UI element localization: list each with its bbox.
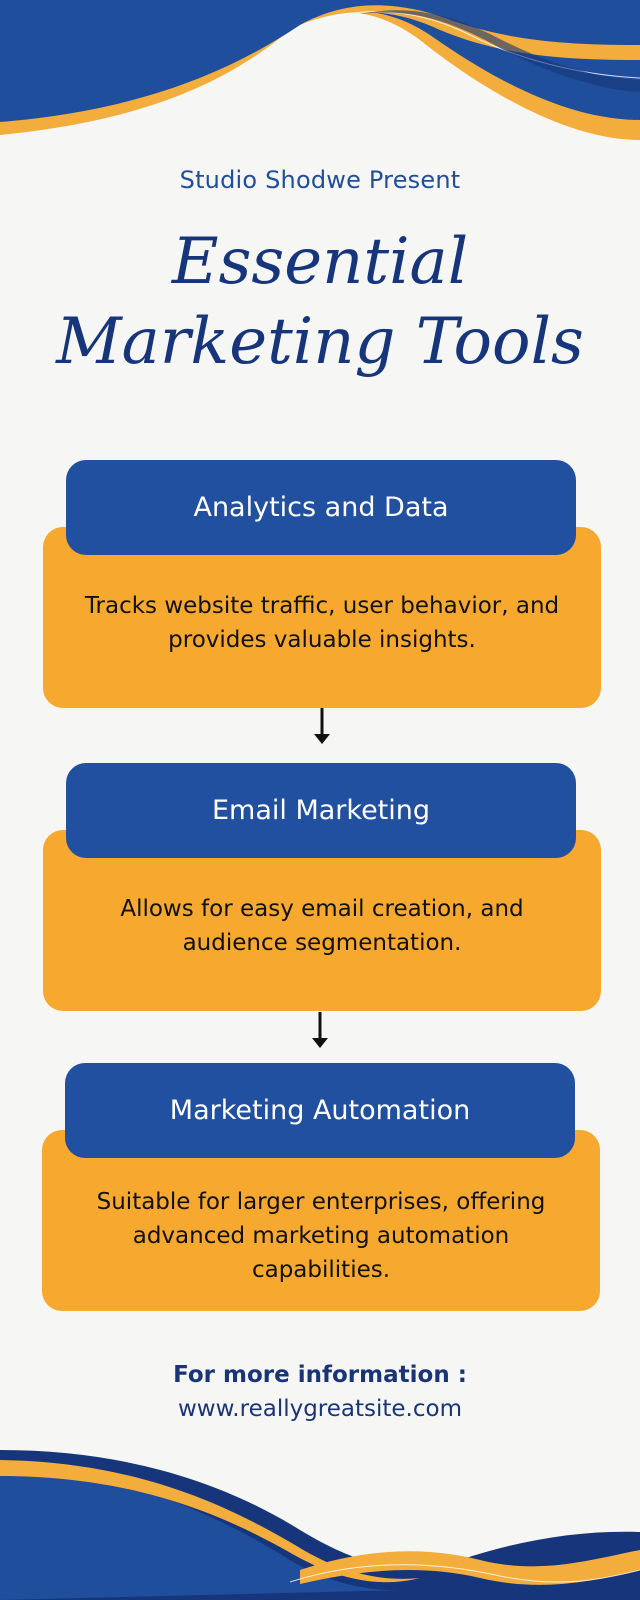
tool-description-3: Suitable for larger enterprises, offerin… [96,1189,546,1283]
tool-card-header-2: Email Marketing [66,763,576,858]
tool-description-1: Tracks website traffic, user behavior, a… [84,593,560,653]
page-title: Essential Marketing Tools [0,222,640,382]
presenter-text: Studio Shodwe Present [179,166,461,194]
top-wave-decoration [0,0,640,140]
bottom-wave-decoration [0,1450,640,1600]
info-label: For more information : [173,1362,467,1388]
tool-title-1: Analytics and Data [193,492,449,523]
arrow-down-icon [312,1012,328,1048]
arrow-down-icon [314,708,330,744]
website-link[interactable]: www.reallygreatsite.com [177,1396,462,1422]
title-line-2: Marketing Tools [56,305,584,379]
tool-card-body-1: Tracks website traffic, user behavior, a… [43,527,601,708]
tool-description-2: Allows for easy email creation, and audi… [120,896,524,956]
tool-card-body-3: Suitable for larger enterprises, offerin… [42,1130,600,1311]
tool-title-2: Email Marketing [211,795,431,826]
tool-card-header-3: Marketing Automation [65,1063,575,1158]
title-line-1: Essential [171,225,469,299]
tool-card-header-1: Analytics and Data [66,460,576,555]
tool-title-3: Marketing Automation [169,1095,471,1126]
tool-card-body-2: Allows for easy email creation, and audi… [43,830,601,1011]
